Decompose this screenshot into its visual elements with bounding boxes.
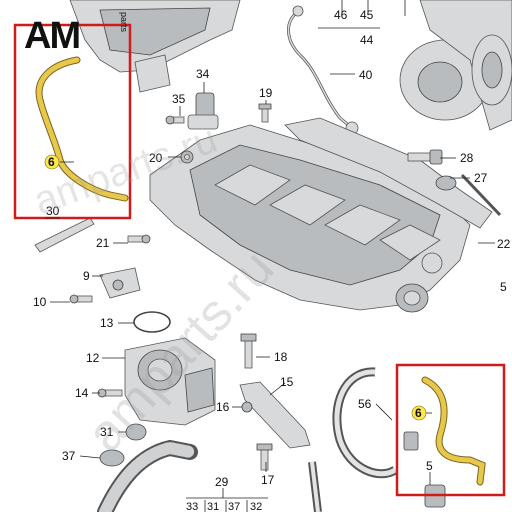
highlight-box-top-left	[13, 23, 132, 220]
leader-lines	[45, 0, 495, 499]
bolt-14	[97, 388, 123, 398]
o-ring-13	[133, 311, 171, 333]
callout-44: 44	[360, 33, 374, 47]
callout-6-bottom: 6	[415, 406, 422, 420]
callout-20: 20	[149, 151, 163, 165]
callout-12: 12	[86, 351, 100, 365]
bracket-9	[99, 267, 141, 299]
callout-labels: 46 45 44 40 34 35 19 6 28 27 20 30 22 21…	[33, 8, 511, 512]
callout-6-top: 6	[48, 155, 55, 169]
callout-37: 37	[62, 449, 76, 463]
sensor-34	[187, 92, 219, 130]
bracket-15	[239, 381, 311, 449]
callout-5-right: 5	[500, 280, 507, 294]
callout-6-top-badge	[44, 154, 60, 170]
bolt-17	[256, 443, 273, 471]
callout-28: 28	[460, 151, 474, 165]
hose-37	[97, 439, 198, 512]
callout-10: 10	[33, 295, 47, 309]
callout-22: 22	[497, 237, 511, 251]
callout-56: 56	[358, 397, 372, 411]
logo-side-text: parts	[119, 12, 129, 33]
nut-16	[241, 401, 253, 413]
bolt-10	[69, 294, 93, 304]
rod-22	[460, 173, 502, 217]
watermark-main: amparts.ru	[76, 240, 285, 464]
callout-21: 21	[96, 236, 110, 250]
callout-27: 27	[474, 171, 488, 185]
hose-6-top	[35, 56, 129, 202]
callout-16: 16	[216, 400, 230, 414]
callout-19: 19	[259, 86, 273, 100]
callout-9: 9	[83, 269, 90, 283]
amparts-logo: AM parts	[24, 12, 129, 57]
callout-31-bottom: 31	[207, 501, 219, 512]
callout-34: 34	[196, 67, 210, 81]
clip-27	[435, 175, 457, 191]
callout-30: 30	[46, 204, 60, 218]
callout-13: 13	[100, 316, 114, 330]
callout-46: 46	[334, 8, 348, 22]
bolt-18	[240, 333, 257, 369]
manifold-gasket	[284, 117, 493, 229]
callout-40: 40	[359, 68, 373, 82]
callout-5-bottom: 5	[426, 459, 433, 473]
vacuum-line-40	[287, 5, 359, 135]
air-filter-housing	[69, 0, 241, 93]
callout-15: 15	[280, 375, 294, 389]
callout-32: 32	[250, 501, 262, 512]
callout-45: 45	[360, 8, 374, 22]
sensor-28	[407, 149, 443, 165]
callout-33: 33	[186, 501, 198, 512]
callout-17: 17	[261, 473, 275, 487]
throttle-body-12	[124, 337, 216, 426]
highlight-box-bottom-right	[395, 363, 506, 497]
callout-14: 14	[75, 386, 89, 400]
bolt-19	[258, 103, 272, 123]
bottom-pipe	[308, 461, 322, 512]
callout-29: 29	[215, 475, 229, 489]
intake-manifold	[149, 124, 471, 311]
bolt-35	[165, 115, 185, 125]
turbocharger	[399, 0, 512, 131]
logo-text: AM	[24, 15, 79, 57]
part-30	[34, 217, 95, 253]
callout-6-bottom-badge	[411, 405, 427, 421]
callout-31: 31	[100, 425, 114, 439]
hose-56	[332, 367, 398, 479]
hose-6-bottom	[403, 376, 486, 486]
callout-18: 18	[274, 350, 288, 364]
callout-37-bottom: 37	[228, 501, 240, 512]
bolt-21	[127, 234, 151, 244]
callout-35: 35	[172, 92, 186, 106]
valve-right	[395, 252, 443, 313]
